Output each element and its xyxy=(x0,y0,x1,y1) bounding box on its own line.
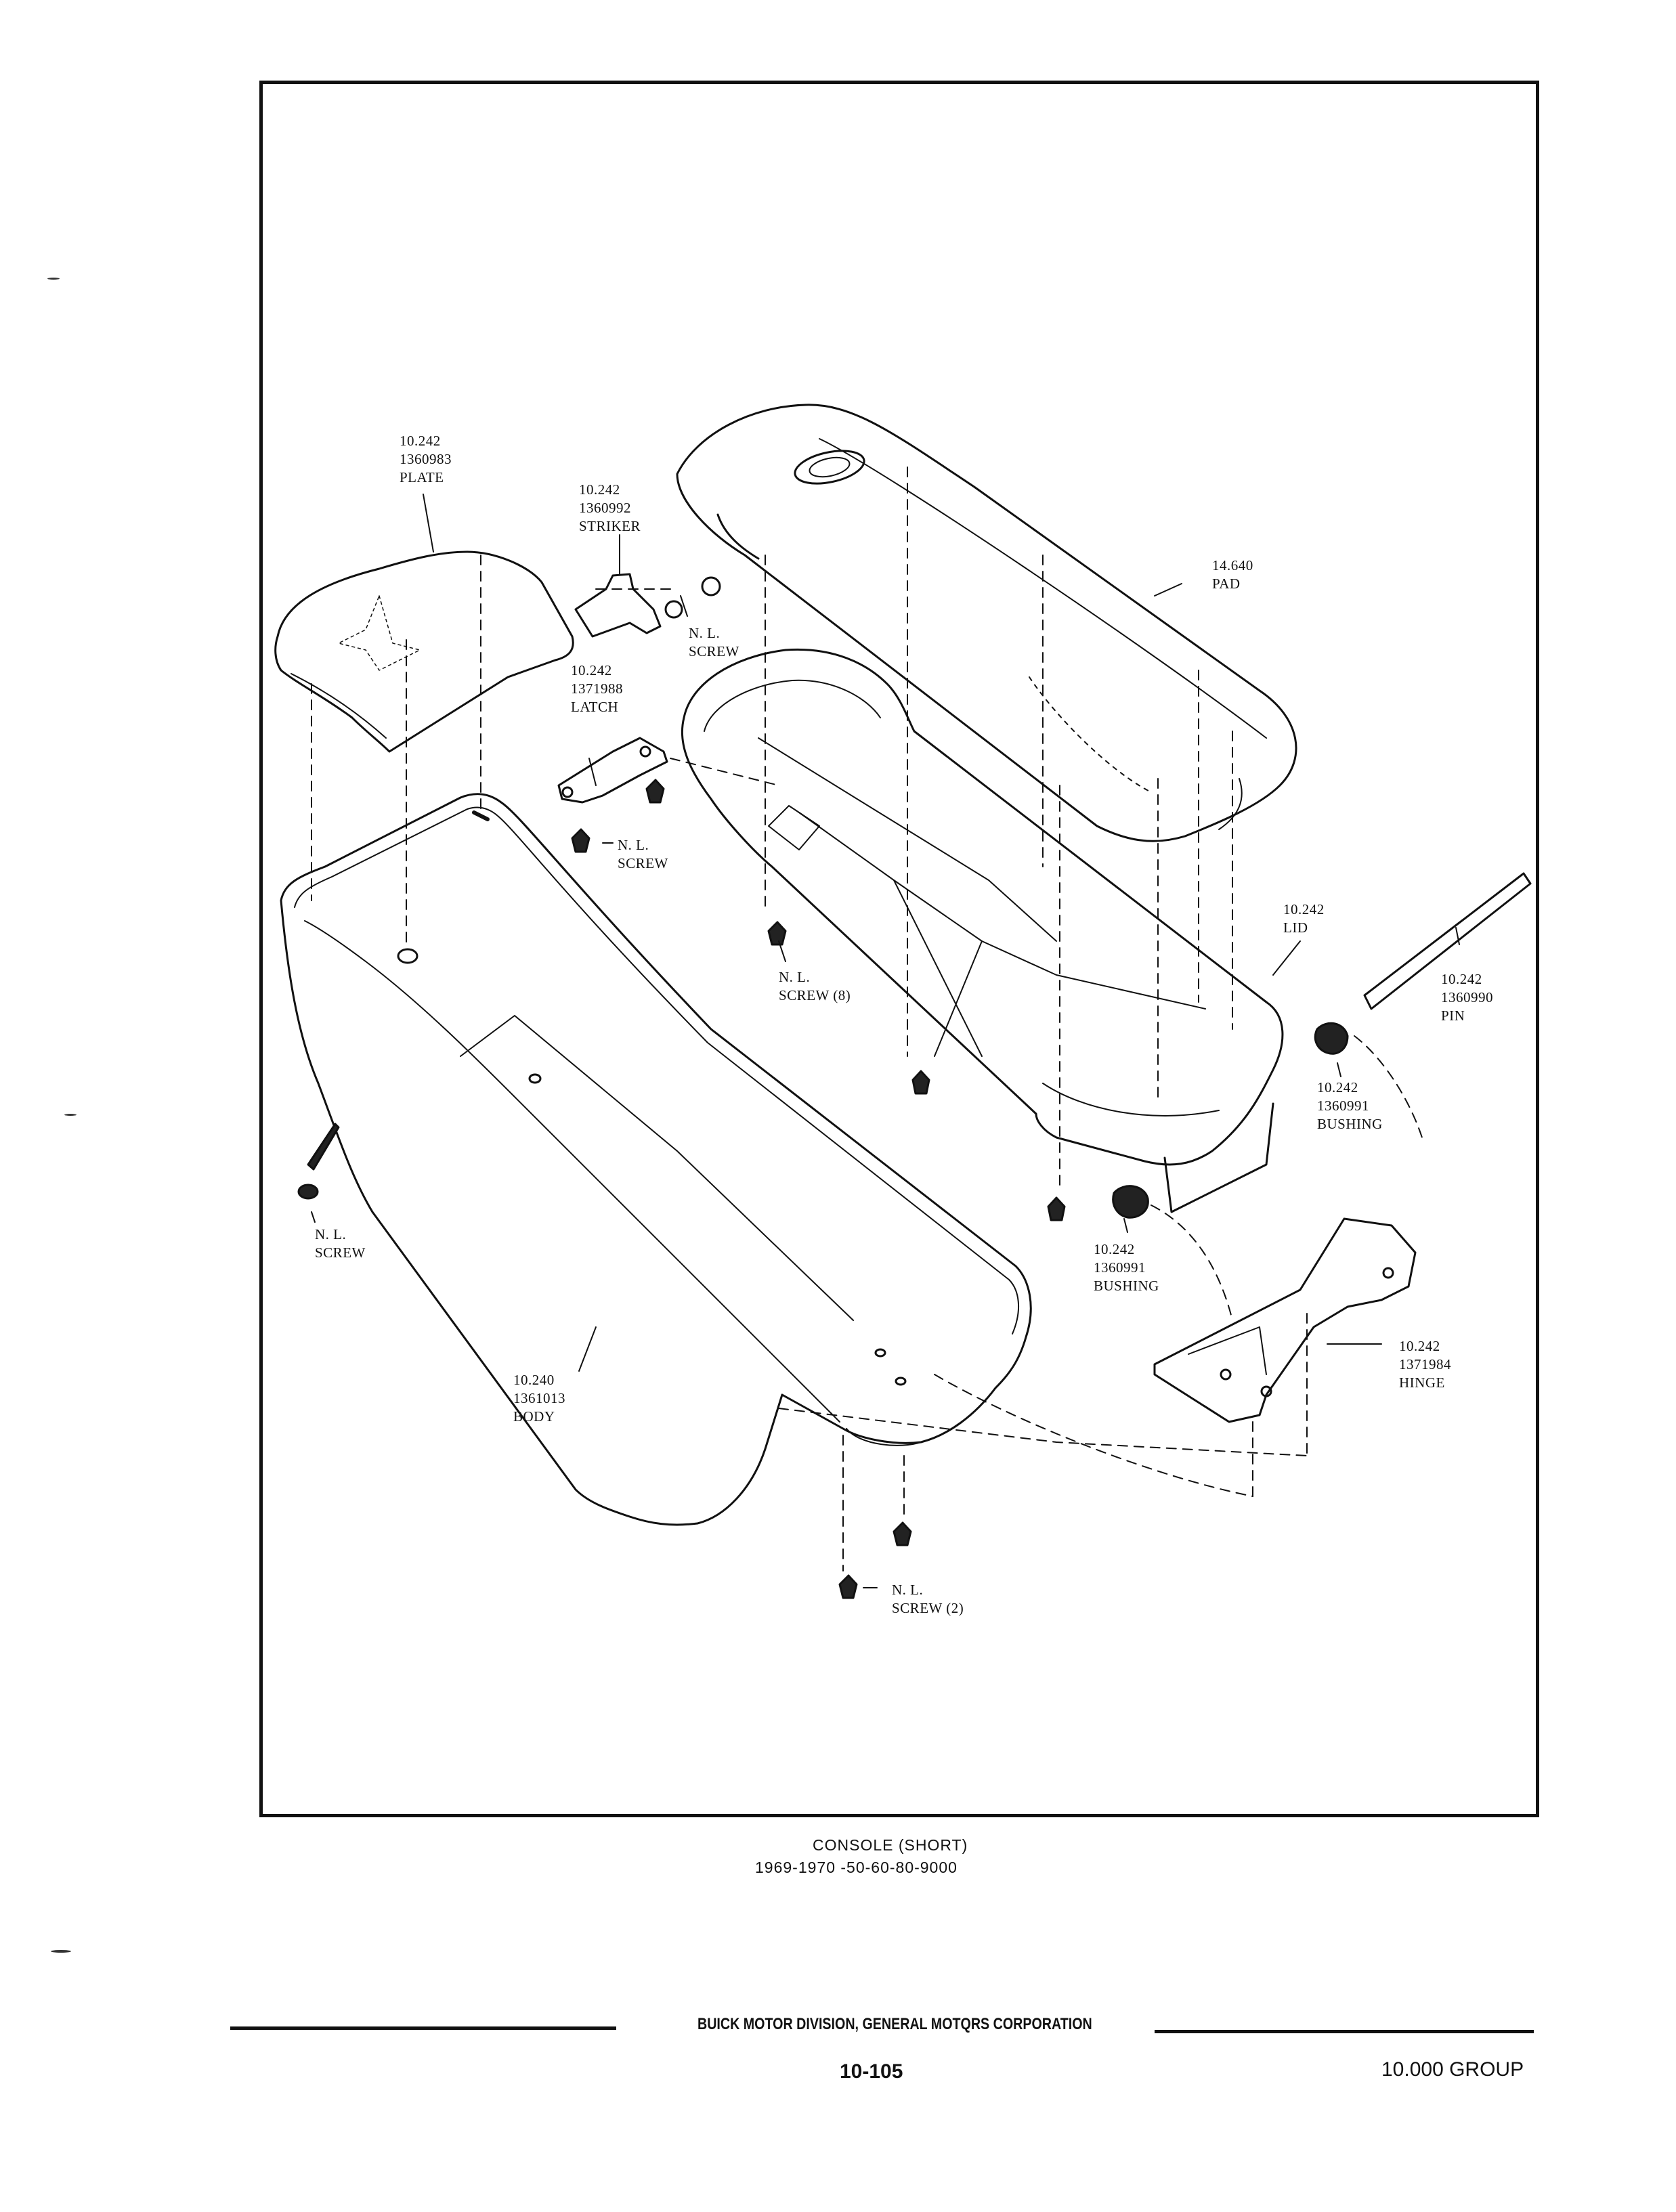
bottom-screw-callout: N. L. SCREW (2) xyxy=(892,1581,964,1618)
bushing-lower-group-number: 10.242 xyxy=(1094,1241,1135,1257)
scan-speck xyxy=(47,278,60,280)
hinge-name: HINGE xyxy=(1399,1374,1445,1391)
plate-group-number: 10.242 xyxy=(400,433,441,449)
lid-screw-callout: N. L. SCREW (8) xyxy=(779,968,851,1005)
pin-callout: 10.242 1360990 PIN xyxy=(1441,970,1493,1025)
bushing-upper-callout: 10.242 1360991 BUSHING xyxy=(1317,1079,1383,1133)
page-number: 10-105 xyxy=(840,2060,903,2083)
pin-name: PIN xyxy=(1441,1007,1465,1024)
bottom-screw-line1: N. L. xyxy=(892,1582,924,1598)
striker-screw-callout: N. L. SCREW xyxy=(689,624,739,661)
body-screw-line2: SCREW xyxy=(315,1244,366,1261)
lid-callout: 10.242 LID xyxy=(1283,901,1325,937)
bushing-lower-part-number: 1360991 xyxy=(1094,1259,1146,1276)
bushing-lower-name: BUSHING xyxy=(1094,1278,1159,1294)
body-part-number: 1361013 xyxy=(513,1390,565,1406)
bushing-upper-name: BUSHING xyxy=(1317,1116,1383,1132)
striker-name: STRIKER xyxy=(579,518,641,534)
plate-callout: 10.242 1360983 PLATE xyxy=(400,432,452,487)
bushing-upper-group-number: 10.242 xyxy=(1317,1079,1358,1096)
body-screw-line1: N. L. xyxy=(315,1226,347,1242)
striker-screw-line2: SCREW xyxy=(689,643,739,659)
lid-name: LID xyxy=(1283,919,1308,936)
leader-lines xyxy=(311,494,1460,1588)
latch-callout: 10.242 1371988 LATCH xyxy=(571,662,623,716)
striker-group-number: 10.242 xyxy=(579,481,620,498)
hinge-part xyxy=(1153,1217,1417,1423)
latch-group-number: 10.242 xyxy=(571,662,612,678)
hinge-group-number: 10.242 xyxy=(1399,1338,1440,1354)
latch-part-number: 1371988 xyxy=(571,680,623,697)
lid-screw-line2: SCREW (8) xyxy=(779,987,851,1003)
scan-speck xyxy=(64,1114,77,1116)
pin-part xyxy=(1363,872,1532,1010)
lid-group-number: 10.242 xyxy=(1283,901,1325,917)
plate-part xyxy=(274,550,574,753)
latch-part xyxy=(557,737,668,804)
pin-part-number: 1360990 xyxy=(1441,989,1493,1005)
pin-group-number: 10.242 xyxy=(1441,971,1482,987)
group-number: 10.000 GROUP xyxy=(1381,2058,1524,2081)
assembly-lines xyxy=(311,467,1423,1571)
scan-speck xyxy=(51,1950,71,1953)
latch-screw-callout: N. L. SCREW xyxy=(618,836,668,873)
striker-callout: 10.242 1360992 STRIKER xyxy=(579,481,641,536)
figure-title: CONSOLE (SHORT) xyxy=(813,1836,968,1854)
striker-screw-line1: N. L. xyxy=(689,625,721,641)
body-callout: 10.240 1361013 BODY xyxy=(513,1371,565,1426)
body-part xyxy=(280,793,1032,1526)
figure-model-range: 1969-1970 -50-60-80-9000 xyxy=(755,1859,958,1876)
latch-name: LATCH xyxy=(571,699,619,715)
footer-division: BUICK MOTOR DIVISION, GENERAL MOTQRS COR… xyxy=(697,2015,1092,2033)
latch-screw-line2: SCREW xyxy=(618,855,668,871)
bottom-screw-line2: SCREW (2) xyxy=(892,1600,964,1616)
body-group-number: 10.240 xyxy=(513,1372,555,1388)
lid-screw-line1: N. L. xyxy=(779,969,811,985)
pad-callout: 14.640 PAD xyxy=(1212,557,1253,593)
striker-part-number: 1360992 xyxy=(579,500,631,516)
body-name: BODY xyxy=(513,1408,555,1425)
footer-rule-right xyxy=(1155,2030,1534,2033)
illustration-frame xyxy=(259,81,1539,1817)
footer-rule-left xyxy=(230,2026,616,2030)
screw-parts xyxy=(297,779,1066,1599)
plate-name: PLATE xyxy=(400,469,444,485)
striker-part xyxy=(574,573,721,638)
plate-part-number: 1360983 xyxy=(400,451,452,467)
bushing-parts xyxy=(1112,1022,1349,1219)
hinge-callout: 10.242 1371984 HINGE xyxy=(1399,1337,1451,1392)
lid-part xyxy=(681,648,1284,1213)
pad-group-number: 14.640 xyxy=(1212,557,1253,573)
latch-screw-line1: N. L. xyxy=(618,837,649,853)
hinge-part-number: 1371984 xyxy=(1399,1356,1451,1372)
bushing-upper-part-number: 1360991 xyxy=(1317,1098,1369,1114)
pad-part xyxy=(676,404,1297,842)
pad-name: PAD xyxy=(1212,576,1241,592)
bushing-lower-callout: 10.242 1360991 BUSHING xyxy=(1094,1240,1159,1295)
body-screw-callout: N. L. SCREW xyxy=(315,1226,366,1262)
